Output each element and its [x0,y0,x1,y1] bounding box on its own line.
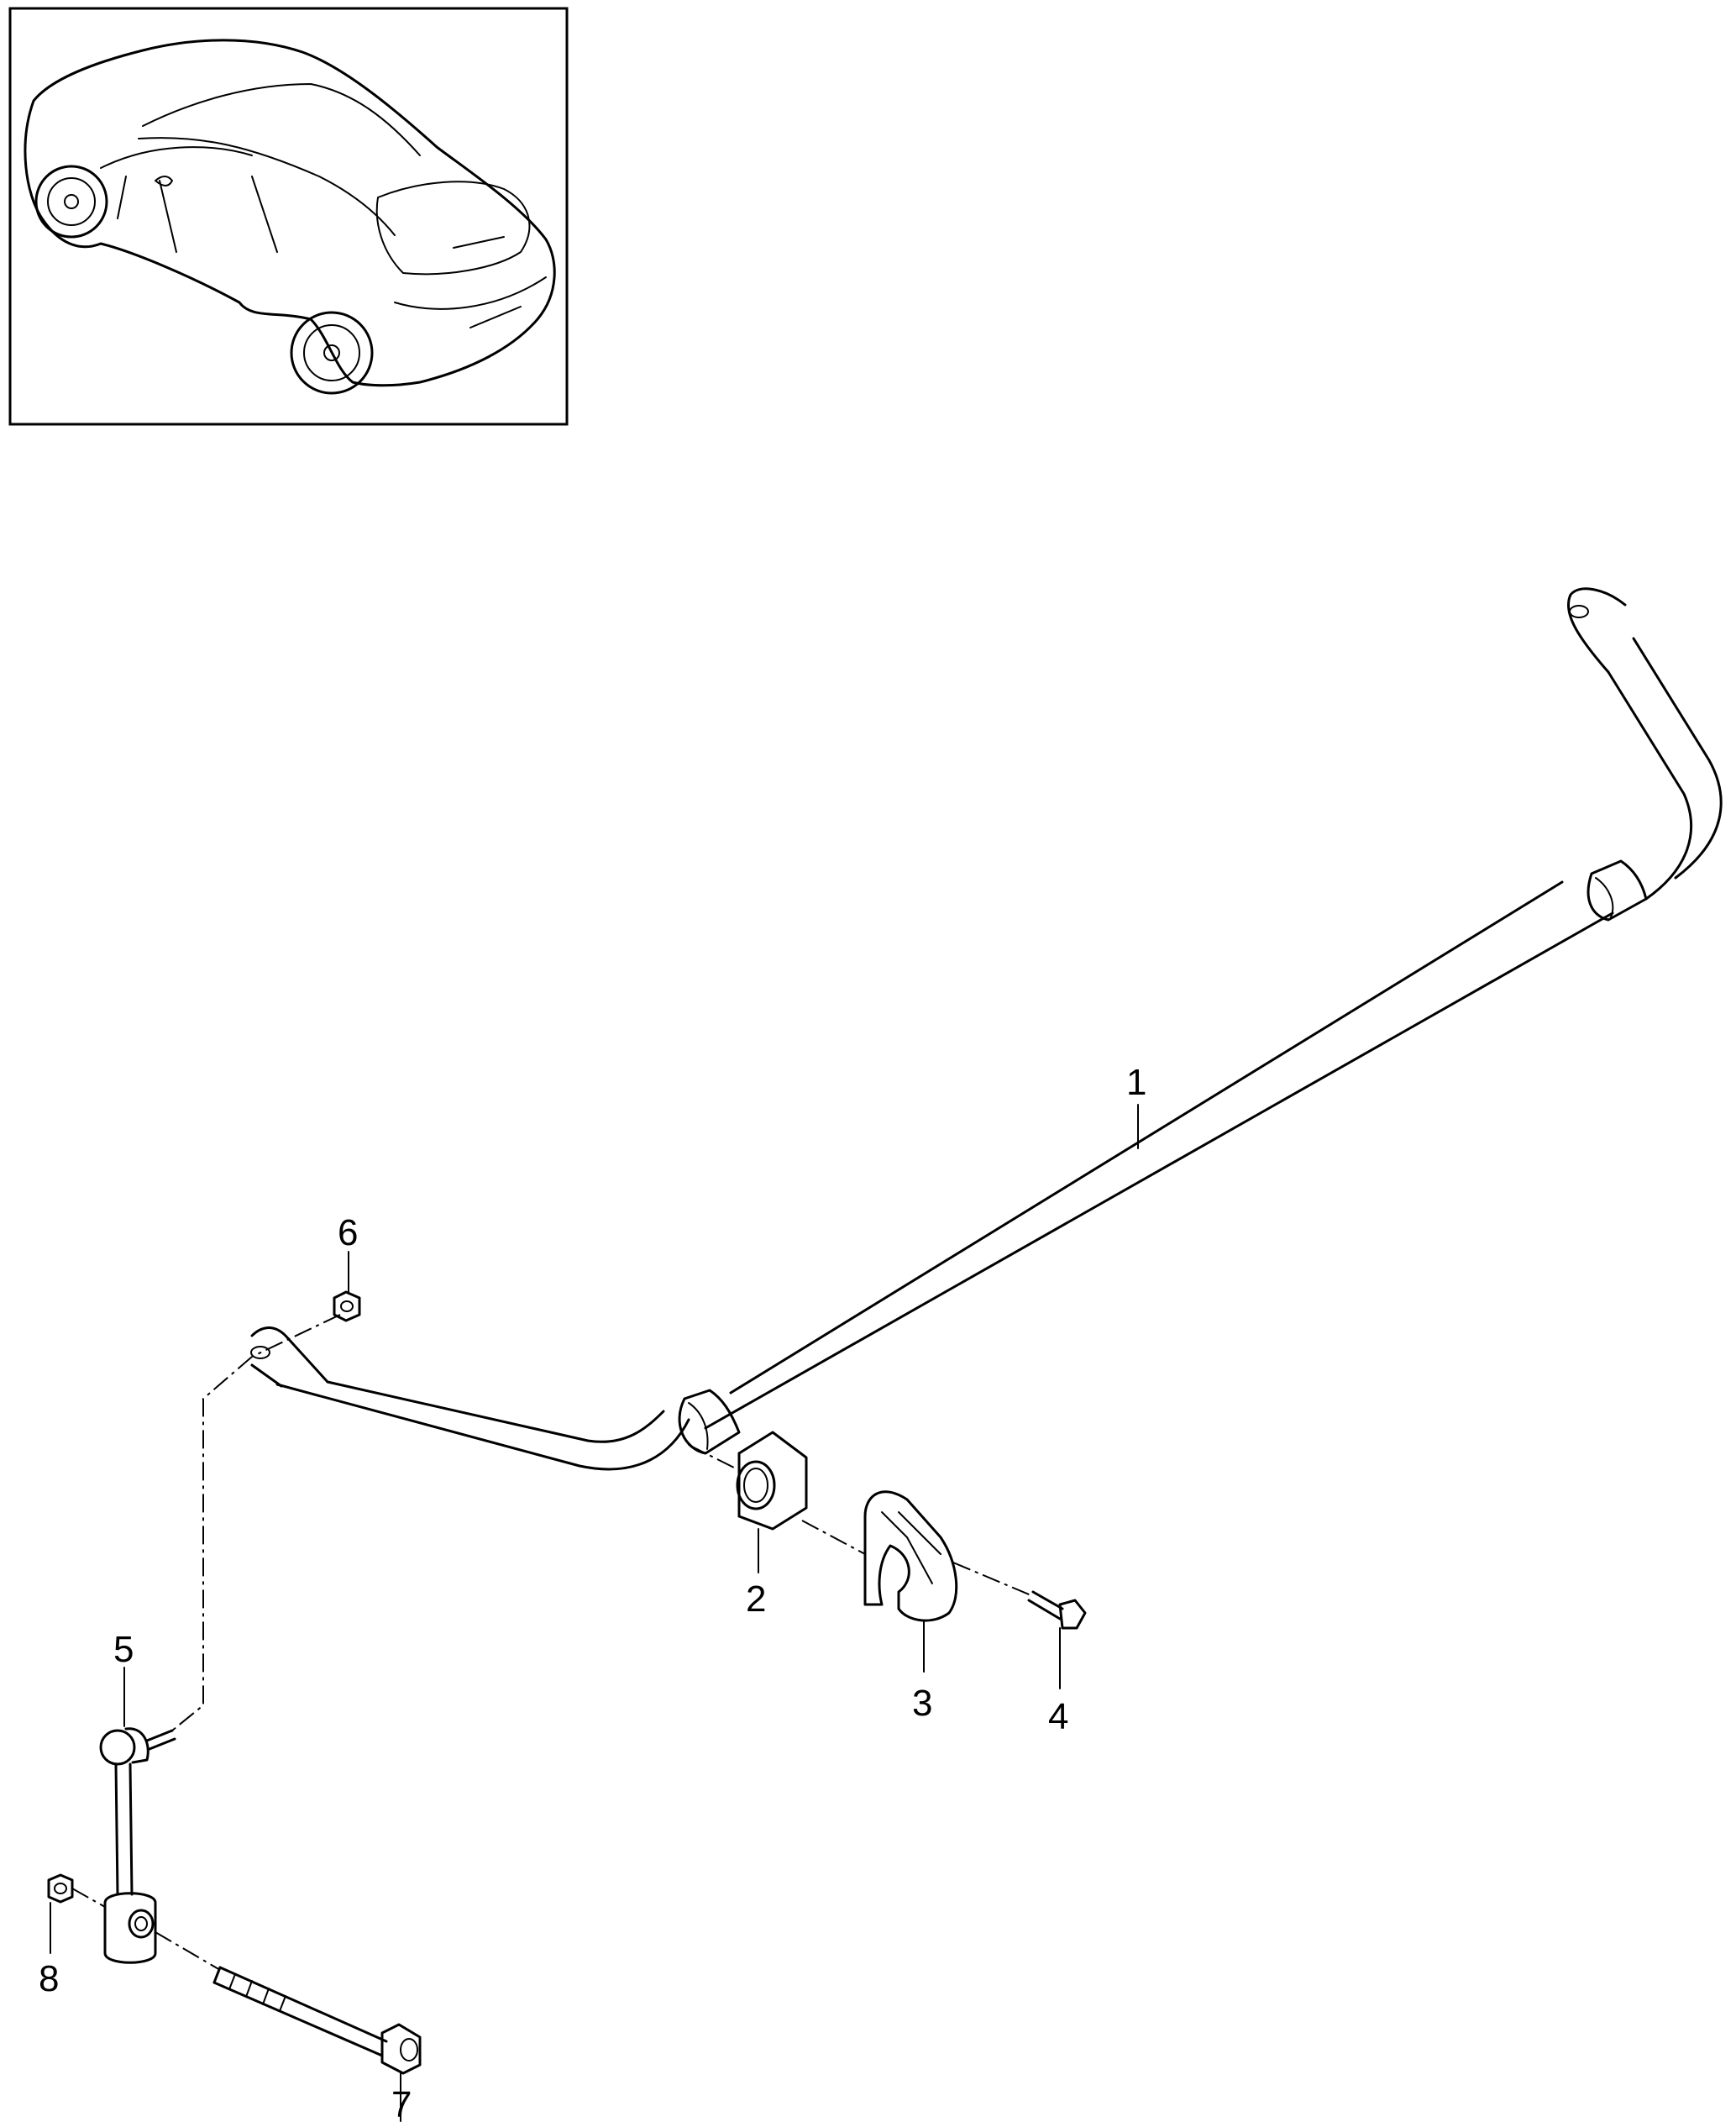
callout-8: 8 [39,1958,59,1999]
callout-4: 4 [1048,1696,1068,1737]
hex-nut-lower [47,1873,74,1904]
callout-6: 6 [338,1212,358,1253]
bar-bushing-left [678,1389,741,1455]
stabilizer-bar [250,587,1723,1471]
callout-5: 5 [113,1629,134,1670]
callout-1: 1 [1126,1062,1146,1103]
coupling-link [99,1727,176,1964]
callouts: 1 2 3 4 5 6 7 8 [39,1062,1146,2122]
car-rear-three-quarter-icon [24,39,556,395]
vehicle-inset [8,7,569,426]
bracket-screw [1027,1590,1087,1630]
callout-3: 3 [912,1683,932,1724]
callout-7: 7 [391,2084,412,2122]
bar-bushing-right [1587,859,1648,922]
hex-nut-upper [333,1290,361,1322]
leader-lines [50,1104,1139,2122]
long-bolt [212,1966,422,2075]
callout-2: 2 [746,1578,766,1620]
rubber-bushing [736,1431,808,1531]
assembly-lines [71,1314,1034,1971]
bracket-clamp [863,1490,958,1622]
